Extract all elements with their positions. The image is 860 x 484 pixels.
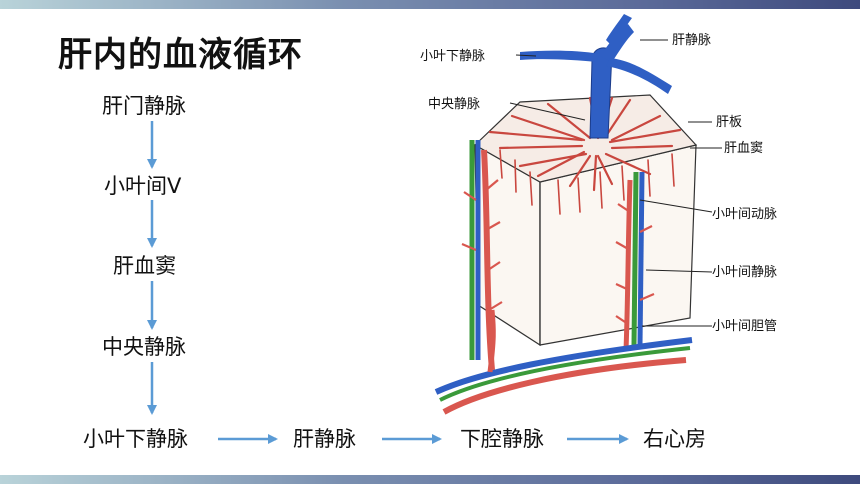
flow-step-right-atrium: 右心房 <box>643 427 706 451</box>
bottom-vessels <box>434 309 693 415</box>
flow-step-hepatic-vein: 肝静脉 <box>293 427 356 451</box>
label-hepatic-vein: 肝静脉 <box>672 33 711 48</box>
page-title: 肝内的血液循环 <box>58 35 303 75</box>
flow-step-portal-vein: 肝门静脉 <box>102 94 186 118</box>
right-portal-triad <box>615 171 655 351</box>
lobule-top-face <box>474 94 698 183</box>
label-sinusoid: 肝血窦 <box>724 141 763 156</box>
sinusoid-strands <box>488 96 682 192</box>
label-interlobular-artery: 小叶间动脉 <box>712 207 777 222</box>
sublobular-vein-branch <box>520 50 600 62</box>
label-interlobular-vein: 小叶间静脉 <box>712 265 777 280</box>
flow-step-sinusoid: 肝血窦 <box>113 254 176 278</box>
flow-step-central-vein: 中央静脉 <box>102 335 186 359</box>
left-portal-triad <box>461 140 503 371</box>
label-central-vein: 中央静脉 <box>428 97 480 112</box>
flow-step-interlobular-vein: 小叶间V <box>104 174 182 198</box>
label-sublobular-vein: 小叶下静脉 <box>420 49 485 64</box>
label-hepatic-plate: 肝板 <box>716 115 742 130</box>
label-interlobular-bile-duct: 小叶间胆管 <box>712 319 777 334</box>
flow-step-sublobular-vein: 小叶下静脉 <box>83 427 188 451</box>
lobule-illustration: 小叶下静脉 肝静脉 中央静脉 肝板 肝血窦 小叶间动脉 小叶间静脉 小叶间胆管 <box>420 14 777 415</box>
flow-step-vena-cava: 下腔静脉 <box>460 427 544 451</box>
bottom-decor-bar <box>0 475 860 484</box>
top-decor-bar <box>0 0 860 9</box>
hepatic-vein-trunk <box>600 24 634 62</box>
